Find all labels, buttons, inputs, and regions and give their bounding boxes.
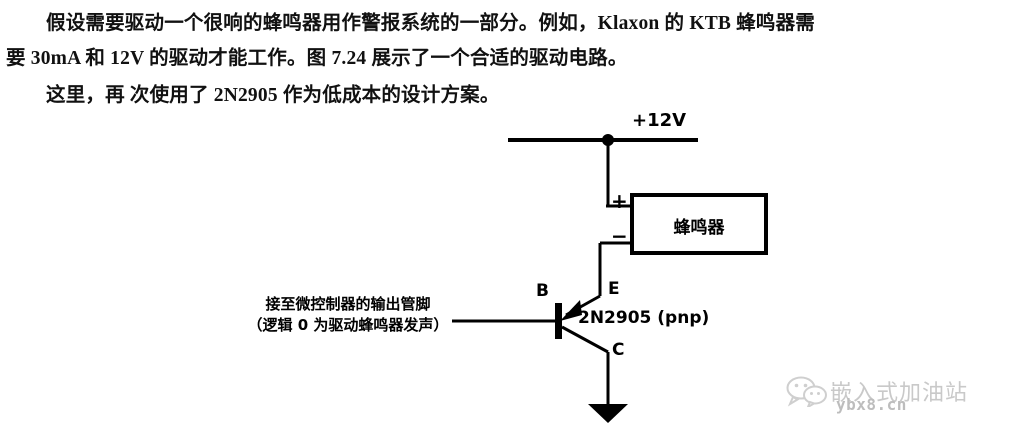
collector-pin-label: C	[612, 340, 625, 360]
transistor-part-label: 2N2905 (pnp)	[578, 308, 710, 328]
paragraph-line-3: 这里，再 次使用了 2N2905 作为低成本的设计方案。	[46, 85, 500, 106]
buzzer-label: 蜂鸣器	[673, 217, 725, 238]
watermark-domain: ybx8.cn	[836, 395, 907, 414]
pnp-transistor-icon	[555, 303, 562, 339]
paragraph-line-1: 假设需要驱动一个很响的蜂鸣器用作警报系统的一部分。例如，Klaxon 的 KTB…	[46, 13, 815, 34]
annotation-line-2: （逻辑 0 为驱动蜂鸣器发声）	[247, 316, 449, 334]
base-pin-label: B	[536, 281, 549, 301]
ground-symbol-icon	[588, 404, 628, 423]
annotation-line-1: 接至微控制器的输出管脚	[265, 295, 431, 313]
emitter-pin-label: E	[608, 279, 620, 299]
wechat-icon	[786, 376, 827, 407]
supply-voltage-label: +12V	[632, 110, 687, 131]
paragraph-line-2: 要 30mA 和 12V 的驱动才能工作。图 7.24 展示了一个合适的驱动电路…	[6, 48, 628, 69]
watermark-name: 嵌入式加油站	[830, 381, 969, 406]
buzzer-plus-terminal-label: +	[611, 189, 628, 213]
input-pin-annotation: 接至微控制器的输出管脚 （逻辑 0 为驱动蜂鸣器发声）	[232, 294, 464, 336]
junction-dot-icon	[602, 134, 614, 146]
collector-lead-wire	[561, 325, 609, 354]
watermark: 嵌入式加油站 ybx8.cn	[786, 373, 1006, 421]
buzzer-minus-terminal-label: −	[611, 224, 628, 248]
